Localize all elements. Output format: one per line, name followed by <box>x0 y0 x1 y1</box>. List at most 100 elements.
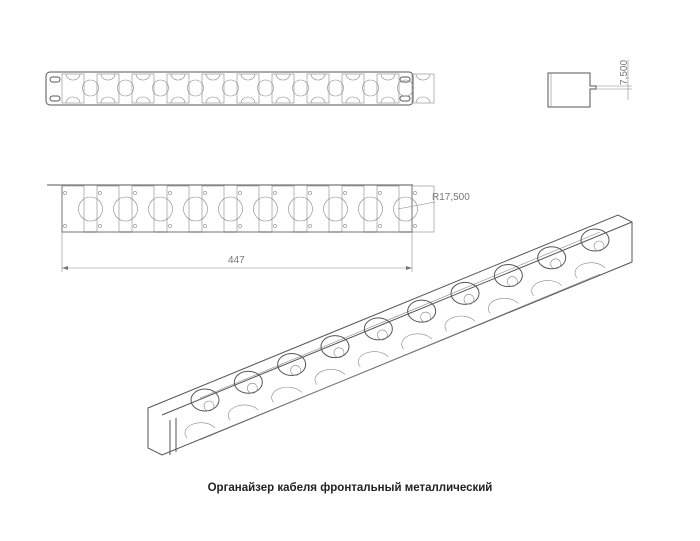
mount-slot <box>49 95 61 102</box>
cable-opening <box>253 196 278 222</box>
width-dimension: 447 <box>228 255 245 266</box>
screw-hole <box>63 224 67 228</box>
finger-arc <box>205 73 221 104</box>
iso-ring <box>320 335 350 359</box>
cable-opening <box>78 196 103 222</box>
screw-hole <box>378 191 382 195</box>
front-finger <box>131 73 155 104</box>
cable-opening <box>218 196 243 222</box>
cable-hole <box>187 79 204 97</box>
iso-lower-arc <box>444 315 476 332</box>
iso-clip <box>550 258 561 270</box>
screw-hole <box>238 224 242 228</box>
side-view: 7,500 <box>547 60 632 108</box>
iso-ring <box>190 388 220 412</box>
screw-hole <box>203 224 207 228</box>
front-finger <box>271 73 295 104</box>
iso-clip <box>420 311 431 323</box>
iso-lower-arc <box>401 333 432 350</box>
screw-hole <box>273 224 277 228</box>
iso-ring <box>277 352 307 376</box>
iso-clip <box>203 400 215 412</box>
cable-hole <box>117 79 134 97</box>
screw-hole <box>238 191 242 195</box>
screw-hole <box>203 191 207 195</box>
iso-lower-arc <box>488 297 519 314</box>
finger-arc <box>415 73 431 104</box>
front-finger <box>306 73 330 104</box>
iso-lower-arc <box>314 369 346 385</box>
screw-hole <box>413 191 417 195</box>
iso-lower-arc <box>228 404 259 421</box>
finger-arc <box>240 73 256 104</box>
top-finger <box>341 185 365 233</box>
finger-arc <box>380 73 396 104</box>
screw-hole <box>343 224 347 228</box>
top-view: 447 R17,500 <box>47 184 470 272</box>
front-finger <box>376 73 400 104</box>
iso-lower-arc <box>531 280 562 296</box>
cable-opening <box>358 196 383 222</box>
screw-hole <box>98 224 102 228</box>
top-finger <box>96 185 120 233</box>
iso-ring <box>450 281 480 305</box>
cable-hole <box>362 79 379 97</box>
iso-ring <box>233 370 263 394</box>
screw-hole <box>413 224 417 228</box>
isometric-view <box>147 214 633 456</box>
front-finger <box>201 73 225 104</box>
iso-lower-arc <box>271 386 302 403</box>
screw-hole <box>168 191 172 195</box>
top-finger <box>271 185 295 233</box>
finger-arc <box>135 73 151 104</box>
front-finger <box>61 73 85 104</box>
top-finger <box>131 185 155 233</box>
finger-arc <box>170 73 186 104</box>
cable-opening <box>393 196 418 222</box>
front-panel-outline <box>45 71 414 106</box>
cable-hole <box>152 79 169 97</box>
front-finger <box>411 73 435 104</box>
mount-slot <box>399 76 411 83</box>
iso-clip <box>290 365 301 376</box>
cable-hole <box>257 79 274 97</box>
front-finger <box>236 73 260 104</box>
cable-hole <box>397 79 414 97</box>
screw-hole <box>98 191 102 195</box>
screw-hole <box>378 224 382 228</box>
top-finger <box>236 185 260 233</box>
caption: Органайзер кабеля фронтальный металличес… <box>207 482 493 494</box>
top-finger <box>166 185 190 233</box>
iso-clip <box>377 329 388 341</box>
cable-opening <box>288 196 313 222</box>
cable-hole <box>327 79 344 97</box>
top-finger <box>61 185 85 233</box>
front-finger <box>341 73 365 104</box>
iso-ring <box>363 317 393 341</box>
top-finger <box>411 185 435 233</box>
finger-arc <box>275 73 291 104</box>
iso-clip <box>507 276 518 287</box>
screw-hole <box>63 191 67 195</box>
iso-clip <box>247 382 258 394</box>
top-finger <box>201 185 225 233</box>
iso-lower-arc <box>358 351 389 368</box>
iso-ring <box>537 246 567 270</box>
iso-lower-arc <box>574 262 606 279</box>
cable-opening <box>113 196 138 222</box>
iso-clip <box>593 240 605 252</box>
cable-hole <box>292 79 309 97</box>
finger-arc <box>345 73 361 104</box>
cable-hole <box>222 79 239 97</box>
iso-clip <box>463 294 475 305</box>
front-finger <box>166 73 190 104</box>
front-finger <box>96 73 120 104</box>
cable-hole <box>82 79 99 97</box>
iso-ring <box>407 299 437 323</box>
iso-ring <box>493 264 523 288</box>
screw-hole <box>343 191 347 195</box>
top-finger <box>306 185 330 233</box>
screw-hole <box>308 191 312 195</box>
cable-opening <box>148 196 173 222</box>
